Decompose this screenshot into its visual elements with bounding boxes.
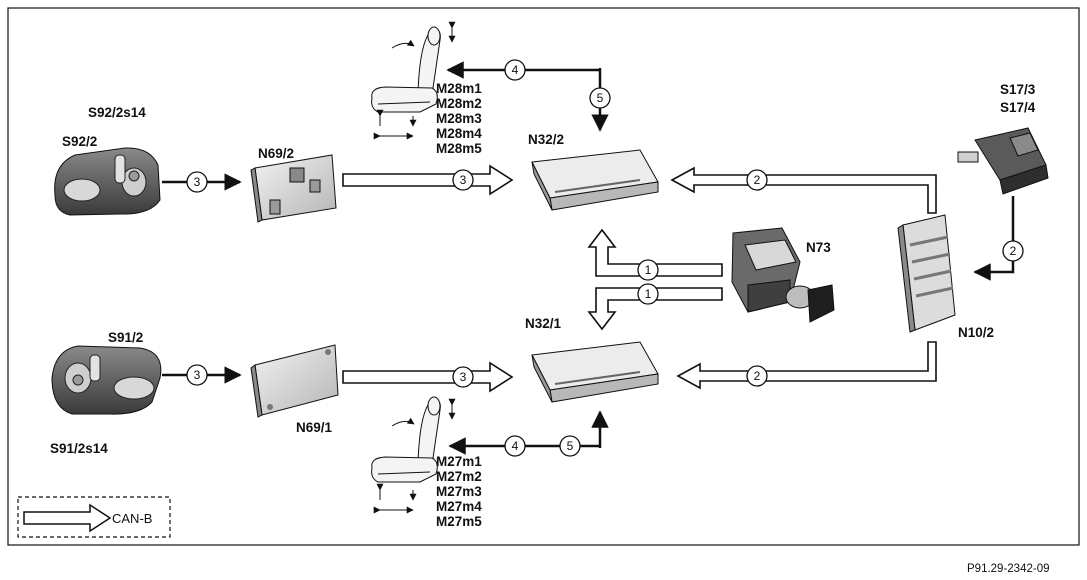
- canb-n10-2-n32-1: [676, 341, 937, 390]
- marker-4-top: 4: [504, 59, 526, 81]
- label-s91-2s14: S91/2s14: [50, 441, 108, 456]
- marker-3-canb-bottom: 3: [452, 366, 474, 388]
- label-s91-2: S91/2: [108, 330, 143, 345]
- svg-text:3: 3: [460, 173, 467, 187]
- svg-text:2: 2: [1010, 244, 1017, 258]
- label-m28m5: M28m5: [436, 141, 482, 156]
- diagram-frame: [7, 7, 1080, 546]
- marker-5-bottom: 5: [559, 435, 581, 457]
- module-n32-2-graphic: [531, 149, 659, 211]
- label-n73: N73: [806, 240, 831, 255]
- marker-1-up: 1: [637, 259, 659, 281]
- svg-text:3: 3: [460, 370, 467, 384]
- label-n69-1: N69/1: [296, 420, 333, 435]
- label-n32-2: N32/2: [528, 132, 564, 147]
- svg-text:3: 3: [194, 175, 201, 189]
- label-s92-2: S92/2: [62, 134, 97, 149]
- switch-s92-2-graphic: [54, 147, 161, 216]
- canb-n73-n32-1: [587, 287, 723, 331]
- svg-text:5: 5: [567, 439, 574, 453]
- svg-text:3: 3: [194, 368, 201, 382]
- label-m28m2: M28m2: [436, 96, 482, 111]
- seat-rear-graphic: [371, 396, 456, 514]
- label-m27m1: M27m1: [436, 454, 482, 469]
- switch-s91-2-graphic: [51, 345, 162, 415]
- legend-canb-arrow: [23, 503, 112, 533]
- label-m27m5: M27m5: [436, 514, 482, 529]
- canb-n69-2-n32-2: [342, 164, 514, 196]
- module-n69-1-graphic: [250, 344, 339, 418]
- svg-text:5: 5: [597, 91, 604, 105]
- label-n32-1: N32/1: [525, 316, 562, 331]
- label-n10-2: N10/2: [958, 325, 994, 340]
- label-m28m4: M28m4: [436, 126, 482, 141]
- label-s92-2s14: S92/2s14: [88, 105, 146, 120]
- canb-n10-2-n32-2: [670, 166, 937, 214]
- module-n69-2-graphic: [250, 154, 337, 223]
- svg-text:2: 2: [754, 173, 761, 187]
- label-s17-4: S17/4: [1000, 100, 1036, 115]
- canb-n73-n32-2: [587, 228, 723, 277]
- legend-canb-label: CAN-B: [112, 511, 152, 526]
- seat-front-graphic: [371, 21, 456, 140]
- marker-2-canb-bottom: 2: [746, 365, 768, 387]
- canb-n69-1-n32-1: [342, 361, 514, 393]
- label-m27m4: M27m4: [436, 499, 482, 514]
- label-m28m3: M28m3: [436, 111, 482, 126]
- svg-text:4: 4: [512, 63, 519, 77]
- svg-text:1: 1: [645, 287, 652, 301]
- fuse-box-n10-2-graphic: [897, 214, 956, 333]
- marker-5-top: 5: [589, 87, 611, 109]
- label-n69-2: N69/2: [258, 146, 294, 161]
- ignition-lock-n73-graphic: [731, 227, 835, 323]
- marker-4-bottom: 4: [504, 435, 526, 457]
- marker-3-s91: 3: [186, 364, 208, 386]
- marker-2-s17: 2: [1002, 240, 1024, 262]
- link-s17-n10-2: [973, 196, 1015, 281]
- legend: CAN-B: [17, 496, 171, 538]
- svg-text:1: 1: [645, 263, 652, 277]
- svg-text:2: 2: [754, 369, 761, 383]
- marker-2-canb-top: 2: [746, 169, 768, 191]
- figure-reference: P91.29-2342-09: [967, 563, 1049, 575]
- label-m28m1: M28m1: [436, 81, 482, 96]
- label-s17-3: S17/3: [1000, 82, 1036, 97]
- label-m27m3: M27m3: [436, 484, 482, 499]
- marker-3-canb-top: 3: [452, 169, 474, 191]
- marker-1-down: 1: [637, 283, 659, 305]
- marker-3-s92: 3: [186, 171, 208, 193]
- module-n32-1-graphic: [531, 341, 659, 403]
- svg-text:4: 4: [512, 439, 519, 453]
- door-switch-s17-graphic: [957, 127, 1049, 195]
- label-m27m2: M27m2: [436, 469, 482, 484]
